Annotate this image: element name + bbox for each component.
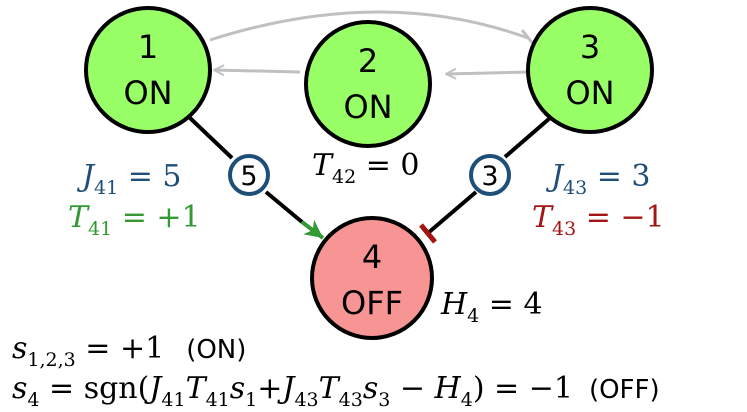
node-2: 2 ON xyxy=(304,20,432,148)
edge-1-to-4-arrowhead xyxy=(300,219,325,240)
node-4-id: 4 xyxy=(362,238,382,276)
node-3: 3 ON xyxy=(526,6,654,134)
equation-line-2: s4 = sgn(J41T41s1+J43T43s3 − H4) = −1(OF… xyxy=(12,371,660,411)
edge-3-to-4-inhibit-bar xyxy=(419,223,437,244)
node-4: 4 OFF xyxy=(310,216,434,340)
weight-badge-j43-value: 3 xyxy=(481,161,498,192)
node-1-id: 1 xyxy=(138,28,158,66)
label-h4: H4 = 4 xyxy=(440,287,543,327)
edge-3-to-2 xyxy=(446,72,531,74)
node-2-id: 2 xyxy=(358,42,378,80)
edge-3-to-4 xyxy=(503,116,552,159)
node-2-state: ON xyxy=(343,88,392,126)
equation-line-1: s1,2,3 = +1(ON) xyxy=(12,331,246,371)
edge-2-to-1 xyxy=(214,70,301,72)
edge-1-to-4-lower xyxy=(264,190,304,224)
node-1-state: ON xyxy=(123,74,172,112)
weight-badge-j43: 3 xyxy=(469,154,511,196)
edge-3-to-1-inhibit-bar xyxy=(520,29,536,46)
label-t42: T42 = 0 xyxy=(312,148,420,188)
edge-1-to-4 xyxy=(188,116,234,160)
edge-3-to-1-curved xyxy=(209,10,529,42)
node-4-state: OFF xyxy=(341,284,403,322)
edge-3-to-4-lower xyxy=(426,190,478,235)
node-3-id: 3 xyxy=(580,28,600,66)
node-3-state: ON xyxy=(565,74,614,112)
weight-badge-j41: 5 xyxy=(228,154,270,196)
node-1: 1 ON xyxy=(84,6,212,134)
label-t43: T43 = −1 xyxy=(532,200,665,240)
label-t41: T41 = +1 xyxy=(68,200,201,240)
weight-badge-j41-value: 5 xyxy=(240,161,257,192)
label-j43: J43 = 3 xyxy=(545,159,651,199)
label-j41: J41 = 5 xyxy=(76,159,182,199)
